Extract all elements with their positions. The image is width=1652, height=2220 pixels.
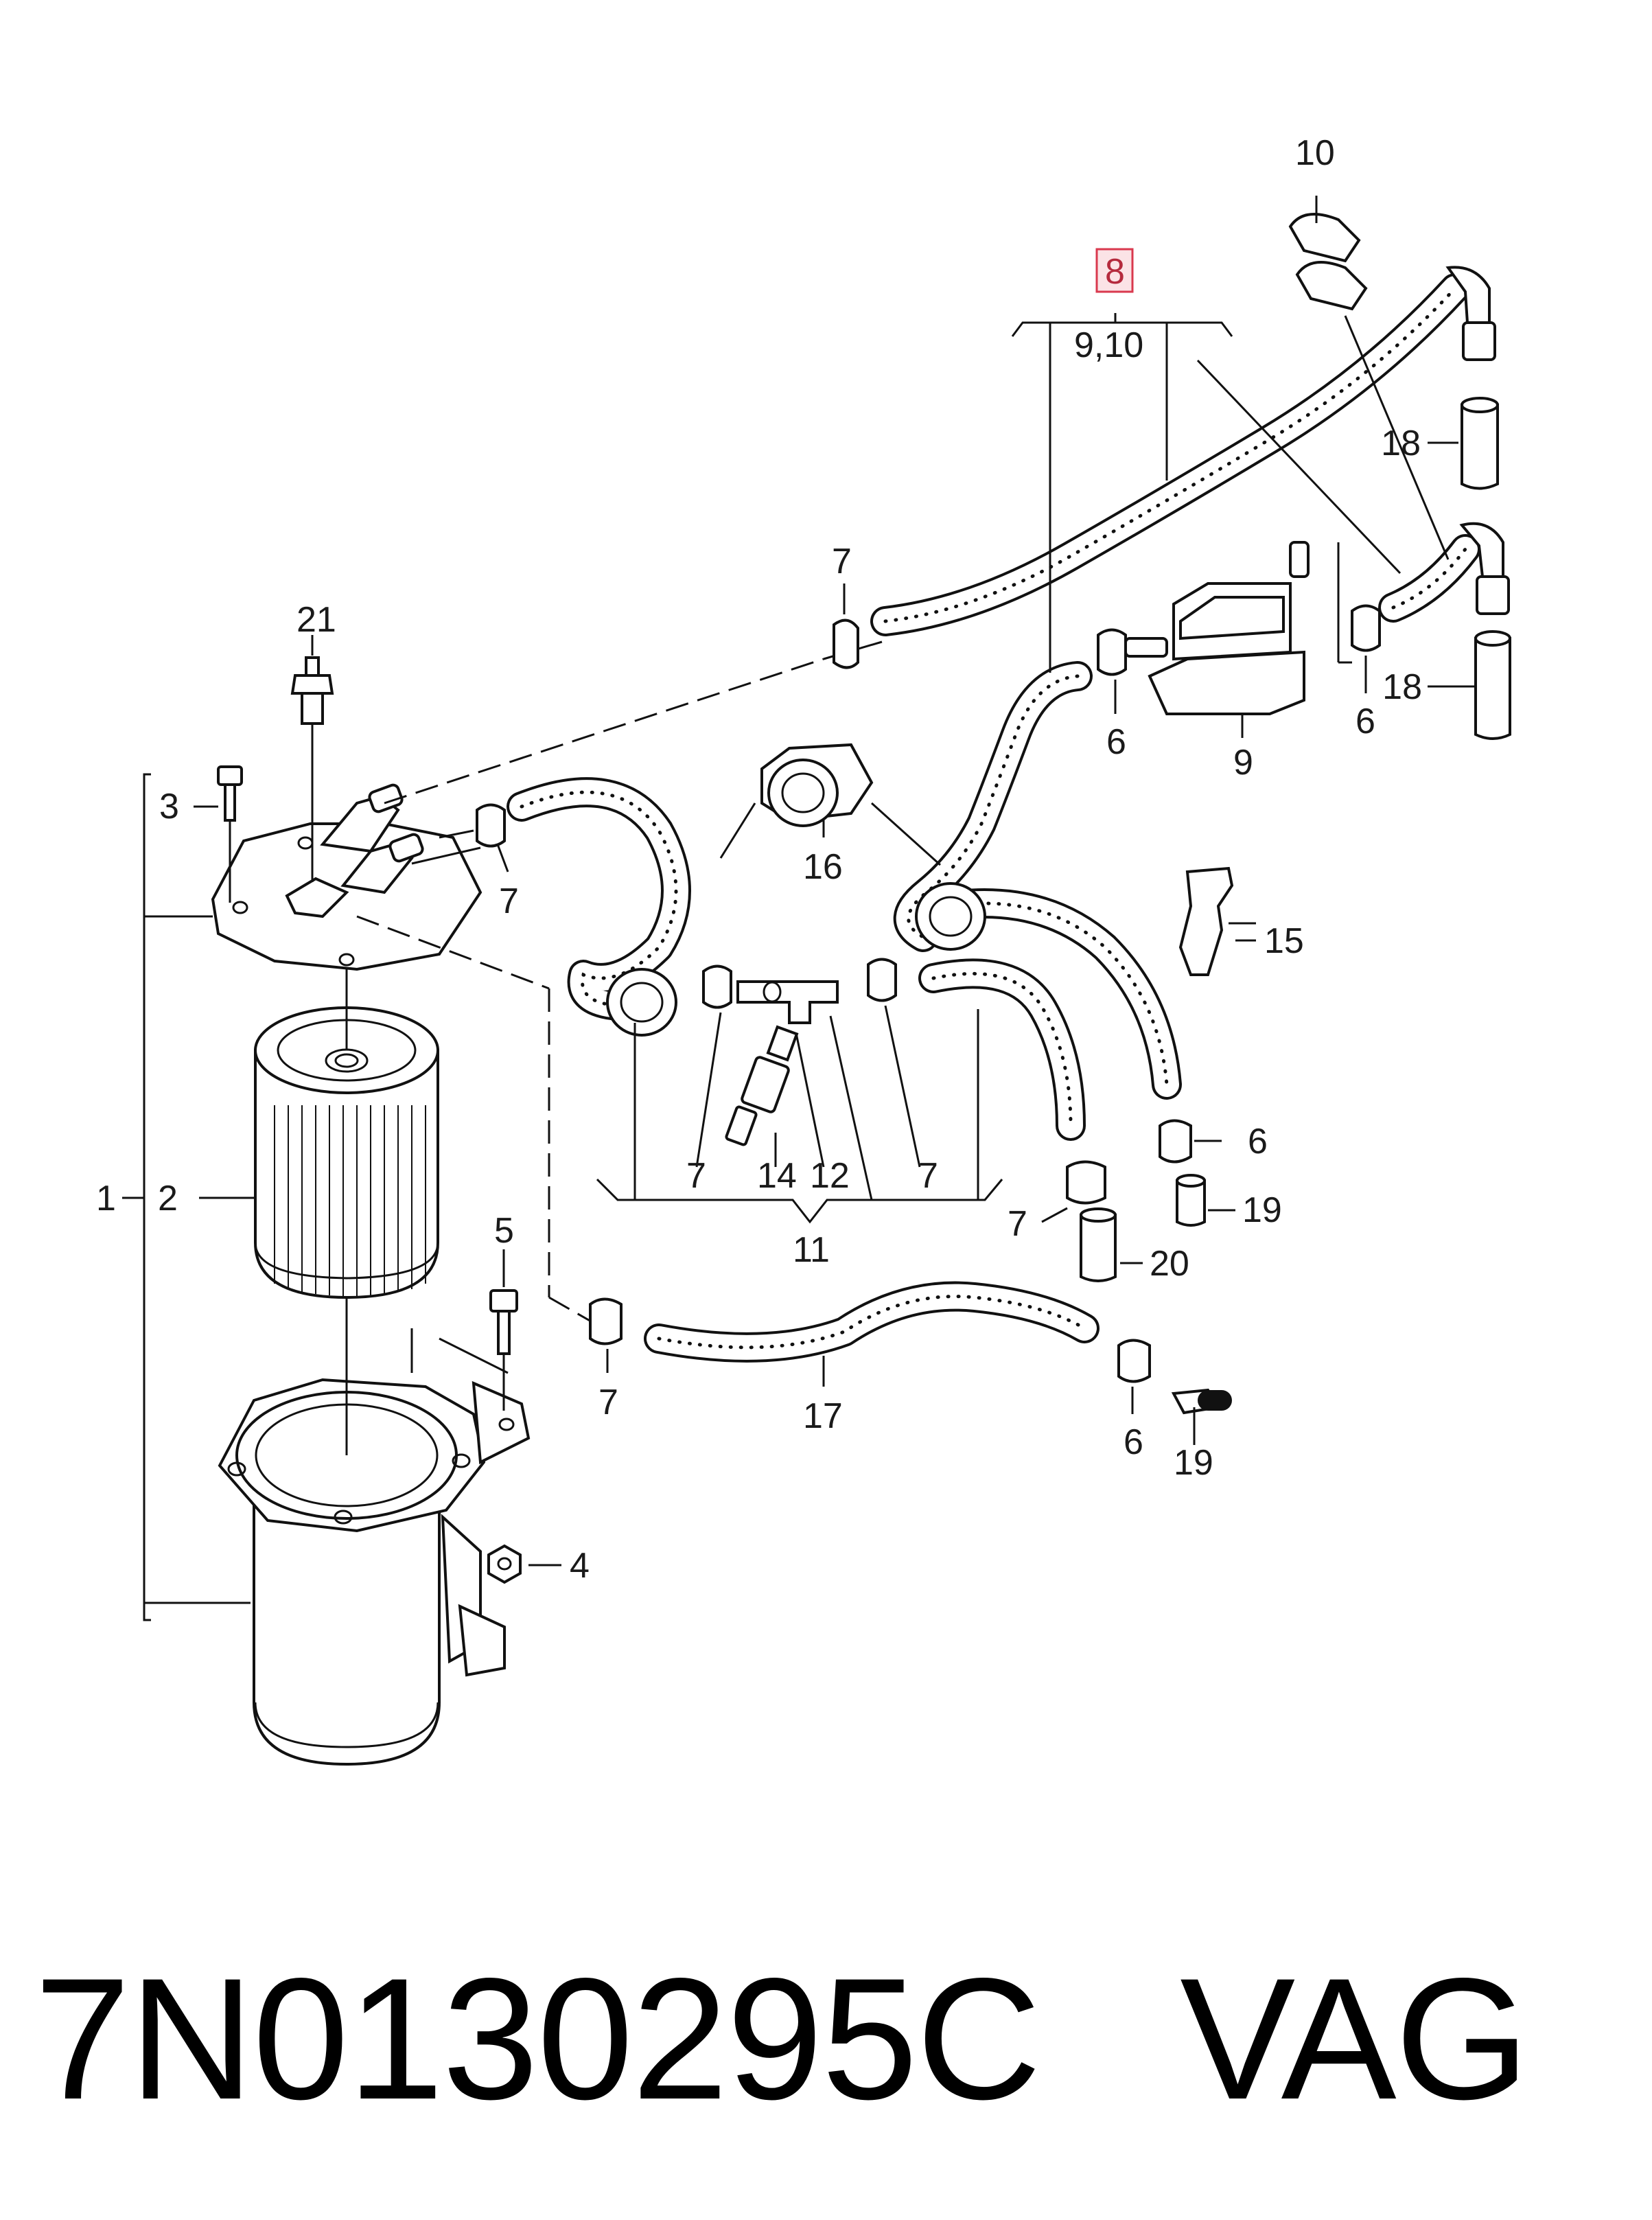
filter-element bbox=[254, 1006, 439, 1299]
callout-12: 12 bbox=[810, 1156, 850, 1196]
clip-15 bbox=[1178, 866, 1256, 976]
callout-6-bottom: 6 bbox=[1124, 1422, 1143, 1462]
clip-6-bottom bbox=[1117, 1339, 1151, 1383]
hose-17 bbox=[644, 1281, 1100, 1363]
nut-4 bbox=[487, 1544, 522, 1584]
callout-7-mid-a: 7 bbox=[686, 1156, 706, 1196]
highlight-box-8 bbox=[1095, 248, 1134, 293]
callout-2: 2 bbox=[158, 1179, 178, 1218]
filter-lid bbox=[211, 822, 482, 971]
retainer-16 bbox=[606, 743, 986, 1037]
callout-19-a: 19 bbox=[1242, 1190, 1282, 1230]
callout-6-a: 6 bbox=[1106, 722, 1126, 762]
callout-20: 20 bbox=[1150, 1244, 1189, 1284]
leader-lines bbox=[194, 313, 1476, 1414]
clips bbox=[476, 604, 1381, 1383]
clip-7-lower bbox=[1066, 1160, 1106, 1205]
callout-10: 10 bbox=[1295, 133, 1335, 173]
bracket-1 bbox=[143, 773, 151, 1621]
callout-5: 5 bbox=[494, 1211, 514, 1251]
hose-11-left bbox=[507, 777, 691, 1021]
callout-18-bottom: 18 bbox=[1382, 667, 1422, 707]
part-number: 7N0130295C bbox=[34, 1943, 1041, 2136]
caption-spacer bbox=[1040, 1943, 1180, 2136]
callout-19-b: 19 bbox=[1174, 1443, 1213, 1483]
callout-18-top: 18 bbox=[1381, 424, 1421, 463]
clip-7-top bbox=[833, 618, 859, 669]
callout-6-c: 6 bbox=[1248, 1122, 1268, 1161]
callout-9: 9 bbox=[1233, 743, 1253, 783]
check-valve-9 bbox=[1124, 541, 1310, 715]
bolt-5 bbox=[489, 1289, 518, 1411]
clip-7-mid-a bbox=[702, 964, 732, 1009]
pipe-20 bbox=[1080, 1207, 1117, 1282]
pipe-19a bbox=[1176, 1174, 1206, 1227]
callout-7-bottom: 7 bbox=[598, 1383, 618, 1422]
pipe-19b bbox=[1171, 1388, 1232, 1445]
tee-piece-12 bbox=[736, 980, 839, 1024]
clip-6-lower bbox=[1159, 1119, 1192, 1164]
callout-21: 21 bbox=[296, 600, 336, 640]
part-number-caption: 7N0130295C VAG bbox=[34, 1953, 1530, 2126]
clamp-10 bbox=[1288, 196, 1450, 560]
callout-7-top: 7 bbox=[832, 542, 852, 581]
callout-6-b: 6 bbox=[1356, 702, 1375, 741]
callout-1: 1 bbox=[96, 1179, 116, 1218]
hose-16 bbox=[893, 661, 1093, 952]
callout-4: 4 bbox=[570, 1546, 590, 1586]
hose-8 bbox=[870, 266, 1499, 636]
hose-to-19 bbox=[932, 888, 1182, 1100]
sensor-14 bbox=[725, 1025, 799, 1146]
clip-7-filter bbox=[476, 803, 506, 848]
bolt-3 bbox=[217, 765, 243, 903]
callout-7-lower: 7 bbox=[1008, 1204, 1027, 1244]
callout-11: 11 bbox=[793, 1230, 830, 1270]
clip-6-right bbox=[1351, 604, 1381, 652]
clip-6-left bbox=[1097, 628, 1127, 676]
brand-name: VAG bbox=[1180, 1943, 1529, 2136]
callout-7-mid-b: 7 bbox=[918, 1156, 938, 1196]
callout-3: 3 bbox=[159, 787, 179, 826]
hose-right-short bbox=[1378, 522, 1511, 740]
hoses bbox=[507, 266, 1511, 1445]
callout-labels: 10 8 9,10 18 7 21 18 6 9 6 3 16 7 15 6 7… bbox=[96, 133, 1422, 1586]
callout-9-10: 9,10 bbox=[1074, 325, 1143, 365]
clip-7-bottom bbox=[589, 1297, 623, 1345]
callout-8: 8 bbox=[1105, 252, 1125, 292]
sensor-21 bbox=[290, 656, 334, 882]
clip-7-mid-b bbox=[867, 958, 897, 1002]
callout-7-filter: 7 bbox=[499, 881, 519, 921]
callout-17: 17 bbox=[803, 1396, 843, 1436]
callout-15: 15 bbox=[1264, 921, 1304, 961]
callout-14: 14 bbox=[757, 1156, 797, 1196]
callout-16: 16 bbox=[803, 847, 843, 887]
filter-housing bbox=[218, 1378, 531, 1766]
fuel-filter-assembly bbox=[122, 635, 561, 1766]
hose-11-right bbox=[918, 958, 1086, 1141]
